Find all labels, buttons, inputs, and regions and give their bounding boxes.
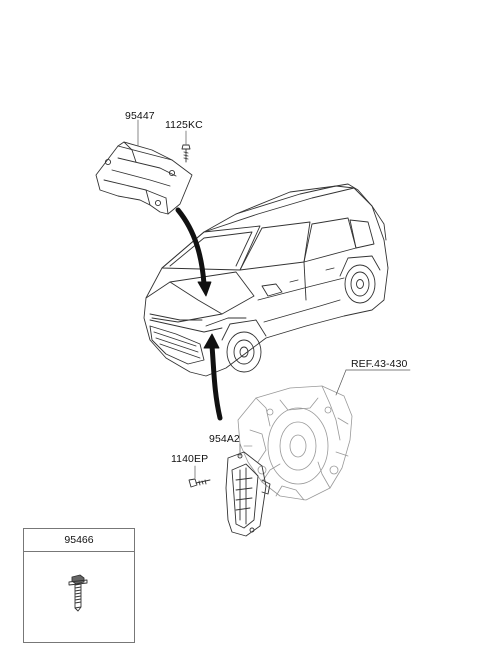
flange-bolt-icon	[68, 574, 88, 612]
bolt-icon	[181, 144, 191, 163]
pointer-airbag	[175, 207, 207, 287]
bolt-icon-1140ep	[188, 478, 211, 488]
pointer-tcu-head	[203, 333, 220, 349]
airbag-module	[95, 141, 193, 215]
inset-part-number: 95466	[24, 529, 134, 552]
transmission-assembly	[237, 385, 353, 501]
vehicle-illustration	[143, 183, 389, 377]
label-1125kc: 1125KC	[165, 119, 203, 131]
label-1140ep: 1140EP	[171, 453, 209, 465]
pointer-airbag-head	[197, 281, 212, 297]
label-ref: REF.43-430	[351, 358, 408, 370]
label-954a2: 954A2	[209, 433, 240, 445]
pointer-tcu	[209, 343, 223, 421]
inset-box: 95466	[23, 528, 135, 643]
leader-ref	[335, 369, 347, 396]
label-95447: 95447	[125, 110, 155, 122]
tcu-bracket	[225, 451, 271, 537]
